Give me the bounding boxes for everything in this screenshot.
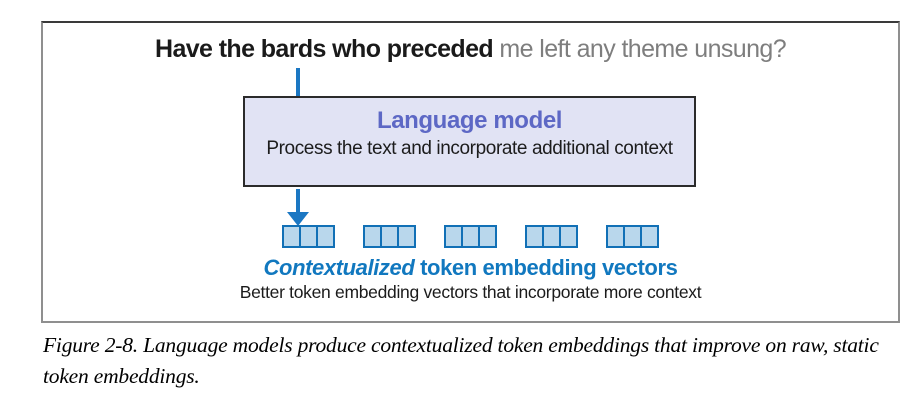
token-embedding-vector bbox=[606, 225, 659, 248]
figure-frame: Have the bards who preceded me left any … bbox=[41, 21, 900, 323]
output-label: Contextualized token embedding vectors bbox=[43, 255, 898, 281]
language-model-title: Language model bbox=[376, 107, 563, 134]
token-embedding-vector bbox=[282, 225, 335, 248]
input-sentence-muted: me left any theme unsung? bbox=[493, 35, 786, 63]
token-embedding-vector bbox=[363, 225, 416, 248]
token-vector-row bbox=[43, 225, 898, 248]
figure-caption: Figure 2-8. Language models produce cont… bbox=[43, 333, 879, 388]
vector-cell bbox=[478, 225, 497, 248]
input-sentence-highlighted: Have the bards who preceded bbox=[155, 35, 494, 63]
token-embedding-vector bbox=[444, 225, 497, 248]
output-sublabel: Better token embedding vectors that inco… bbox=[239, 282, 702, 302]
language-model-subtitle: Process the text and incorporate additio… bbox=[266, 137, 673, 159]
arrow-input-to-model bbox=[296, 68, 300, 97]
input-sentence: Have the bards who preceded me left any … bbox=[43, 35, 898, 64]
vector-cell bbox=[316, 225, 335, 248]
language-model-box: Language model Process the text and inco… bbox=[243, 96, 696, 187]
vector-cell bbox=[640, 225, 659, 248]
arrow-down-icon bbox=[287, 212, 309, 226]
output-label-rest: token embedding vectors bbox=[414, 255, 678, 280]
vector-cell bbox=[397, 225, 416, 248]
token-embedding-vector bbox=[525, 225, 578, 248]
output-label-emphasis: Contextualized bbox=[263, 255, 415, 280]
vector-cell bbox=[559, 225, 578, 248]
arrow-model-to-output bbox=[296, 189, 300, 213]
